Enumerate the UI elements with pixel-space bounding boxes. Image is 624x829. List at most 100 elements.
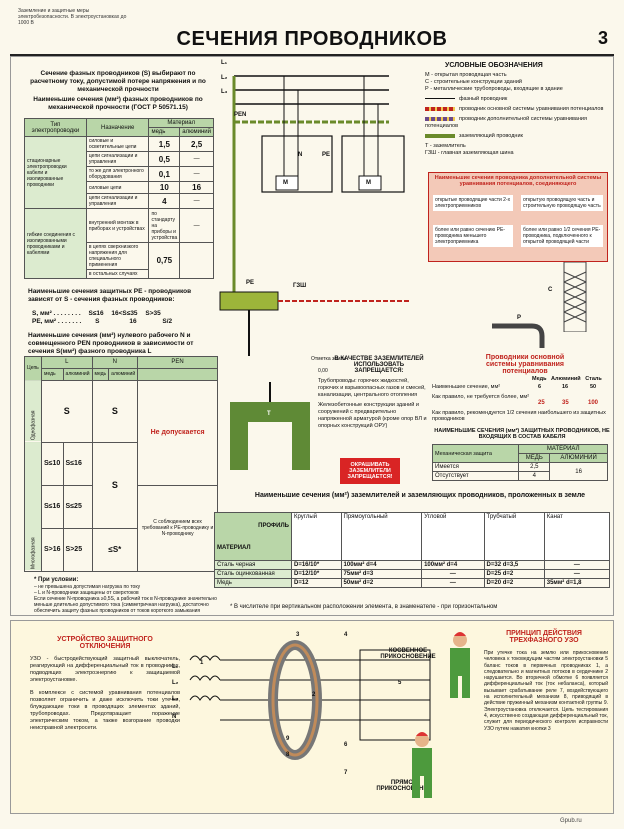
e-1-3: D=25 d=2 [483, 569, 545, 579]
col-cu-2: МЕДЬ [518, 453, 551, 463]
pe-pe-0: S [95, 318, 100, 325]
type-fixed: стационарные электропроводки кабели и из… [24, 136, 87, 209]
earth-electrode-icon [230, 382, 310, 470]
cell-part-structure: открытую проводящую часть и строительную… [521, 195, 603, 211]
profile-tube: Трубчатый [483, 512, 545, 561]
label-M1: M [283, 180, 288, 186]
al-1: — [179, 151, 214, 167]
e-1-0: D=12/10* [291, 569, 342, 579]
legend-ground: заземляющий проводник [459, 133, 523, 139]
extra-eq-box: Наименьшие сечения проводника дополнител… [428, 172, 608, 262]
neutral-heading: Наименьшие сечения (мм²) нулевого рабоче… [28, 332, 194, 355]
pipe-icon [492, 323, 545, 348]
col-al-2: АЛЮМИНИЙ [549, 453, 608, 463]
uzo-num-6: 6 [344, 742, 348, 748]
al-4: — [179, 193, 214, 209]
e-2-0: D=12 [291, 578, 342, 588]
row-no: Отсутствует [431, 471, 520, 481]
legend-phase: фазный проводник [459, 96, 508, 102]
e-1-1: 75мм² d=3 [340, 569, 423, 579]
main-eq-1-1: 35 [562, 400, 569, 406]
col-cu: медь [148, 127, 181, 137]
col-material: Материал [148, 118, 214, 128]
col-protect: Механическая защита [431, 444, 520, 463]
cu-0: 1,5 [148, 136, 181, 152]
cell-min-pe: более или равно сечению PE-проводника ме… [433, 225, 513, 247]
al-2: — [179, 166, 214, 182]
row-multi: Многофазная [24, 442, 42, 572]
label-N: N [298, 152, 303, 158]
cu-4: 4 [148, 193, 181, 209]
uzo-L2: L₂ [172, 680, 179, 686]
purpose-2: то же для электронного оборудования [85, 166, 150, 182]
row-yes: Имеется [431, 462, 520, 472]
uzo-text2: В комплексе с системой уравнивания потен… [30, 690, 180, 731]
label-P: P [517, 315, 522, 321]
main-eq-note: Как правило, рекомендуется 1/2 сечения н… [432, 410, 606, 422]
type-fixed-label: стационарные электропроводки [27, 157, 67, 170]
label-M2: M [366, 180, 371, 186]
worker-indirect-icon [450, 632, 470, 698]
profile-rope: Канат [543, 512, 611, 561]
direct-touch: ПРЯМОЕ ПРИКОСНОВЕНИЕ [376, 780, 432, 792]
main-eq-1-0: 25 [538, 400, 545, 406]
col-N: N [91, 356, 139, 369]
al-3: 16 [179, 181, 214, 194]
pen-note: С соблюдением всех требований к PE-прово… [137, 484, 218, 573]
building-structure-icon [563, 262, 587, 332]
N-al: алюминий [108, 367, 139, 381]
e-2-2: — [421, 578, 485, 588]
label-PE: PE [322, 152, 331, 158]
uzo-title: УСТРОЙСТВО ЗАЩИТНОГО ОТКЛЮЧЕНИЯ [57, 636, 153, 650]
r1-al: S≤16 [62, 441, 93, 486]
profile-rect: Прямоугольный [340, 512, 423, 561]
profile-angle: Угловой [421, 512, 485, 561]
r2-cu: S≤16 [41, 484, 64, 529]
pe-pe-row: PE, мм² . . . . . . . S 16 S/2 [32, 318, 222, 326]
label-PE-bus: PE [246, 280, 255, 286]
al-5: — [179, 208, 214, 243]
col-purpose: Назначение [85, 118, 150, 137]
e-0-3: D=32 d=3,5 [483, 560, 545, 570]
e-0-0: D=16/10* [291, 560, 342, 570]
legend-t: Т - заземлитель [425, 143, 466, 149]
uzo-num-3: 3 [296, 632, 300, 638]
multi-star: ≤S* [91, 527, 139, 573]
cell-half-pe: более или равно 1/2 сечения PE-проводник… [521, 225, 603, 247]
legend-m: М - открытая проводящая часть [425, 72, 507, 78]
row-al: 16 [549, 462, 608, 481]
uzo-diagram [189, 640, 431, 760]
purpose-7: в остальных случаях [85, 269, 150, 279]
pe-heading: Наименьшие сечения защитных PE - проводн… [28, 288, 192, 303]
purpose-6: в цепях сверхнизкого напряжения для спец… [85, 242, 150, 270]
earth-table: ПРОФИЛЬ МАТЕРИАЛ Круглый Прямоугольный У… [214, 512, 611, 588]
extra-eq-title: Наименьшие сечения проводника дополнител… [434, 175, 602, 187]
main-eq-steel: Сталь [585, 376, 602, 382]
equipment-right [341, 76, 405, 193]
not-allowed-title: В КАЧЕСТВЕ ЗАЗЕМЛИТЕЛЕЙ ИСПОЛЬЗОВАТЬ ЗАП… [334, 356, 424, 374]
mat-zinc: Сталь оцинкованная [214, 569, 292, 579]
cu-5: по стандарту на приборы и устройства [148, 208, 181, 243]
uzo-num-5: 5 [398, 680, 402, 686]
main-eq-row-1: Как правило, не требуется более, мм² [432, 394, 532, 400]
header-small-text: Заземление и защитные меры электробезопа… [18, 8, 127, 26]
purpose-0: силовые и осветительные цепи [85, 136, 150, 152]
pe-s-2: S>35 [145, 310, 161, 317]
e-1-2: — [421, 569, 485, 579]
profile-round: Круглый [291, 512, 342, 561]
main-eq-1-2: 100 [588, 400, 599, 406]
main-frame [10, 56, 614, 616]
not-allowed-list: Трубопроводы: горючих жидкостей, горючих… [318, 378, 428, 430]
multi-N: S [91, 441, 139, 529]
pe-s-1: 16<S≤35 [111, 310, 138, 317]
r3-cu: S>16 [41, 527, 64, 573]
profile-cell: ПРОФИЛЬ МАТЕРИАЛ [214, 512, 292, 561]
not-in-cable-title: НАИМЕНЬШИЕ СЕЧЕНИЯ (мм²) ЗАЩИТНЫХ ПРОВОД… [434, 428, 610, 440]
main-eq-row-0: Наименьшее сечение, мм² 6 16 50 [432, 384, 612, 390]
uzo-num-7: 7 [344, 770, 348, 776]
extra-eq-line-icon [425, 116, 455, 121]
paint-warning: ОКРАШИВАТЬ ЗАЗЕМЛИТЕЛИ ЗАПРЕЩАЕТСЯ! [340, 458, 400, 484]
label-L1: L₁ [221, 60, 228, 66]
main-eq-row-1-label: Как правило, не требуется более, мм² [432, 394, 530, 400]
uzo-num-2: 2 [312, 692, 316, 698]
